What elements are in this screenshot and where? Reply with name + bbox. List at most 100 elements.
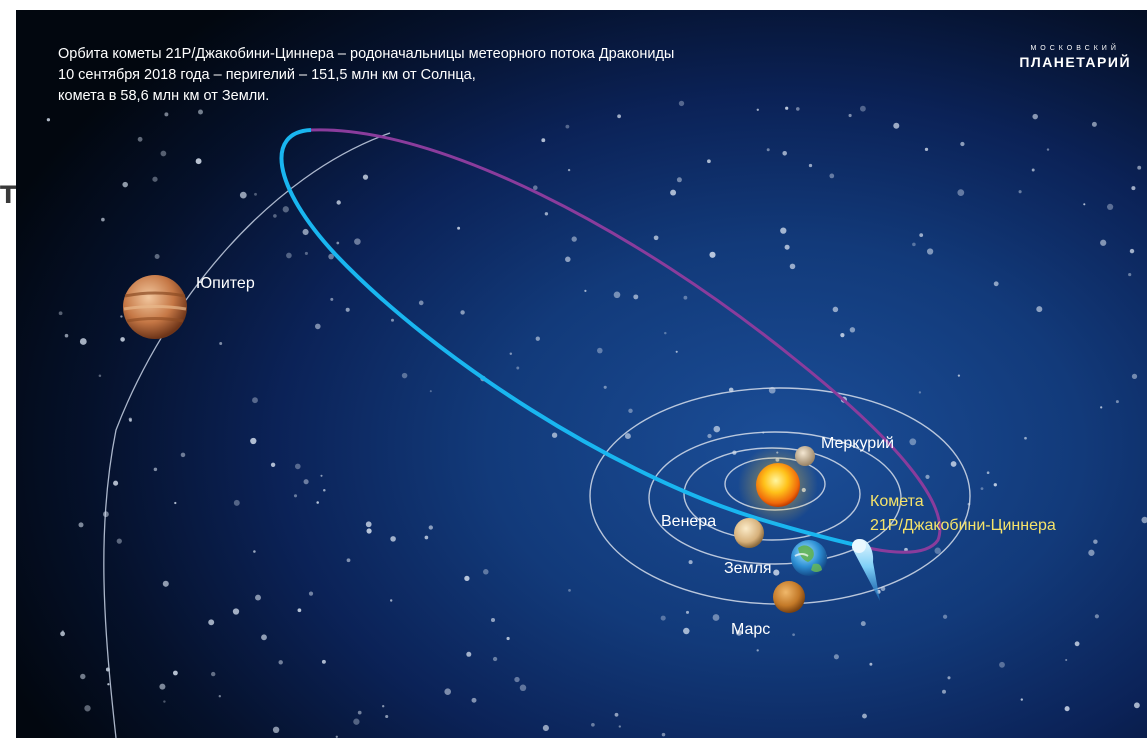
star	[942, 689, 946, 694]
star	[848, 113, 852, 118]
star	[535, 336, 540, 341]
star	[653, 235, 659, 241]
caption-line-2: 10 сентября 2018 года – перигелий – 151,…	[58, 67, 476, 83]
star	[993, 281, 999, 287]
star	[255, 594, 261, 601]
star	[239, 191, 247, 199]
star	[315, 323, 321, 330]
star	[483, 569, 489, 575]
jupiter-orbit	[103, 132, 391, 738]
star	[670, 189, 677, 196]
star	[152, 176, 158, 182]
caption-line-1: Орбита кометы 21P/Джакобини-Циннера – ро…	[58, 46, 675, 62]
star	[353, 718, 360, 725]
star	[675, 350, 678, 353]
star	[584, 289, 587, 292]
star	[707, 159, 711, 164]
star	[253, 550, 256, 553]
star	[685, 610, 690, 614]
star	[162, 580, 169, 587]
earth-label: Земля	[724, 560, 772, 577]
star	[1036, 306, 1043, 313]
star	[789, 263, 796, 270]
star	[159, 683, 166, 690]
logo-main-text: ПЛАНЕТАРИЙ	[1019, 54, 1131, 70]
star	[328, 253, 334, 260]
star	[137, 136, 143, 142]
star	[1137, 165, 1142, 170]
star	[688, 560, 693, 565]
star	[541, 138, 546, 143]
star	[457, 226, 461, 230]
solar-system-diagram: Юпитер Меркурий Комета 21P/Джакобини-Цин…	[46, 100, 1147, 738]
star	[490, 617, 496, 623]
star	[960, 141, 965, 147]
star	[1107, 203, 1114, 210]
star	[571, 236, 577, 242]
star	[568, 589, 571, 592]
mars-label: Марс	[731, 621, 770, 638]
star	[683, 627, 690, 635]
star	[918, 391, 922, 394]
star	[208, 619, 215, 626]
star	[712, 614, 720, 621]
star	[664, 331, 667, 335]
star	[336, 200, 341, 205]
star	[1031, 168, 1035, 172]
star	[986, 471, 990, 475]
star	[603, 385, 607, 389]
diagram-canvas: Юпитер Меркурий Комета 21P/Джакобини-Цин…	[16, 10, 1147, 738]
star	[1024, 436, 1027, 440]
star	[252, 397, 258, 404]
star	[391, 318, 394, 322]
star	[122, 181, 128, 188]
star	[1115, 400, 1119, 404]
star	[808, 163, 813, 168]
star	[471, 697, 477, 703]
star	[160, 150, 167, 157]
star	[833, 654, 839, 660]
star	[1064, 706, 1070, 712]
star	[993, 483, 997, 487]
star	[113, 480, 119, 486]
star	[860, 105, 866, 112]
star	[254, 192, 257, 196]
star	[308, 591, 314, 596]
jupiter-label: Юпитер	[196, 275, 255, 292]
star	[316, 501, 319, 504]
star	[565, 256, 571, 263]
star	[464, 575, 470, 582]
star	[785, 106, 789, 110]
star	[172, 670, 178, 676]
venus-label: Венера	[661, 513, 716, 530]
star	[390, 536, 396, 542]
star	[516, 366, 520, 370]
star	[303, 479, 309, 485]
star	[195, 158, 202, 165]
diagram-caption: Орбита кометы 21P/Джакобини-Циннера – ро…	[58, 44, 674, 107]
star	[357, 710, 362, 715]
star	[345, 307, 350, 312]
star	[1100, 406, 1103, 409]
comet-icon	[852, 539, 880, 601]
mercury-label: Меркурий	[821, 435, 894, 452]
star	[272, 726, 280, 734]
star	[297, 608, 302, 613]
star	[1100, 239, 1107, 246]
star	[1131, 373, 1138, 380]
star	[904, 547, 908, 552]
star	[617, 114, 621, 119]
star	[999, 661, 1005, 668]
star	[385, 714, 389, 719]
star	[862, 713, 867, 719]
earth-planet-icon	[791, 540, 827, 576]
star	[389, 599, 393, 602]
star	[1046, 148, 1050, 151]
star	[153, 467, 158, 472]
caption-line-3: комета в 58,6 млн км от Земли.	[58, 88, 270, 104]
star	[120, 337, 125, 342]
star	[618, 725, 621, 728]
star	[713, 425, 721, 433]
star	[107, 683, 110, 686]
star	[365, 521, 372, 528]
